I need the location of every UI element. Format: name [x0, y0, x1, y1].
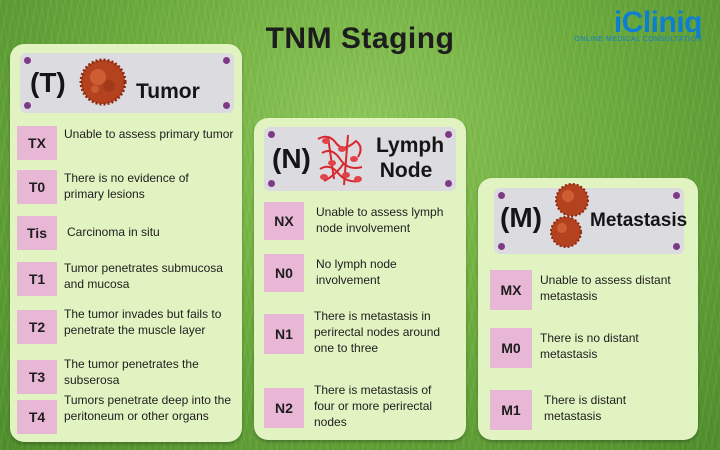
- stage-row-t3: T3 The tumor penetrates the subserosa: [10, 354, 242, 394]
- corner-dot: [445, 180, 452, 187]
- stage-row-t0: T0 There is no evidence of primary lesio…: [10, 166, 242, 206]
- stage-code: TX: [17, 126, 57, 160]
- metastasis-name: Metastasis: [590, 210, 688, 231]
- lymph-node-letter: (N): [272, 143, 311, 174]
- stage-description: There is distant metastasis: [544, 393, 627, 424]
- stage-row-nx: NX Unable to assess lymph node involveme…: [254, 198, 466, 240]
- stage-code: M0: [490, 328, 532, 368]
- corner-dot: [268, 180, 275, 187]
- tumor-panel: (T) Tumor TX Unable to assess primary tu…: [10, 44, 242, 442]
- stage-code: T4: [17, 400, 57, 434]
- stage-code: NX: [264, 202, 304, 240]
- stage-description: The tumor penetrates the subserosa: [64, 357, 199, 388]
- tumor-cell-icon: [79, 58, 127, 106]
- stage-code: T3: [17, 360, 57, 394]
- stage-description: The tumor invades but fails to penetrate…: [64, 307, 222, 338]
- corner-dot: [673, 243, 680, 250]
- corner-dot: [268, 131, 275, 138]
- stage-row-t4: T4 Tumors penetrate deep into the perito…: [10, 393, 242, 440]
- stage-description: There is no distant metastasis: [540, 331, 639, 362]
- stage-code: MX: [490, 270, 532, 310]
- corner-dot: [223, 102, 230, 109]
- stage-code: M1: [490, 390, 532, 430]
- stage-code: N0: [264, 254, 304, 292]
- stage-code: T0: [17, 170, 57, 204]
- stage-row-tx: TX Unable to assess primary tumor: [10, 122, 242, 162]
- corner-dot: [445, 131, 452, 138]
- stage-code: N2: [264, 388, 304, 428]
- stage-row-m0: M0 There is no distant metastasis: [478, 324, 698, 370]
- page-title: TNM Staging: [265, 22, 455, 55]
- metastasis-letter: (M): [500, 202, 542, 233]
- stage-code: N1: [264, 314, 304, 354]
- corner-dot: [673, 192, 680, 199]
- corner-dot: [223, 57, 230, 64]
- stage-row-mx: MX Unable to assess distant metastasis: [478, 266, 698, 312]
- stage-row-t2: T2 The tumor invades but fails to penetr…: [10, 306, 242, 346]
- corner-dot: [24, 57, 31, 64]
- stage-row-n0: N0 No lymph node involvement: [254, 250, 466, 292]
- stage-description: Carcinoma in situ: [67, 225, 160, 239]
- metastasis-panel: (M) Metastasis MX Unable to assess dista…: [478, 178, 698, 440]
- tumor-header: (T) Tumor: [20, 53, 234, 113]
- stage-description: Tumor penetrates submucosa and mucosa: [64, 261, 223, 292]
- stage-description: Tumors penetrate deep into the peritoneu…: [64, 393, 231, 424]
- logo-name: iCliniq: [613, 6, 703, 39]
- corner-dot: [498, 192, 505, 199]
- lymph-node-icon: [317, 134, 363, 186]
- logo-tagline: ONLINE MEDICAL CONSULTATION: [574, 36, 702, 43]
- stage-description: There is metastasis in perirectal nodes …: [314, 309, 441, 356]
- metastasis-header: (M) Metastasis: [494, 183, 688, 254]
- corner-dot: [24, 102, 31, 109]
- lymph-node-name: Lymph Node: [376, 134, 445, 183]
- tumor-letter: (T): [30, 67, 66, 98]
- iclinic-logo: iCliniq ONLINE MEDICAL CONSULTATION: [574, 6, 702, 43]
- stage-description: Unable to assess primary tumor: [64, 127, 234, 141]
- stage-code: Tis: [17, 216, 57, 250]
- stage-code: T1: [17, 262, 57, 296]
- stage-code: T2: [17, 310, 57, 344]
- stage-row-n1: N1 There is metastasis in perirectal nod…: [254, 309, 466, 358]
- stage-description: Unable to assess distant metastasis: [540, 273, 671, 304]
- stage-description: Unable to assess lymph node involvement: [316, 205, 444, 236]
- stage-row-n2: N2 There is metastasis of four or more p…: [254, 382, 466, 434]
- stage-row-m1: M1 There is distant metastasis: [478, 386, 698, 432]
- stage-description: There is no evidence of primary lesions: [64, 171, 189, 202]
- stage-row-tis: Tis Carcinoma in situ: [10, 212, 242, 252]
- stage-description: No lymph node involvement: [316, 257, 397, 288]
- corner-dot: [498, 243, 505, 250]
- tumor-name: Tumor: [136, 80, 200, 103]
- stage-description: There is metastasis of four or more peri…: [314, 383, 433, 430]
- metastasis-cells-icon: [550, 183, 589, 248]
- stage-row-t1: T1 Tumor penetrates submucosa and mucosa: [10, 258, 242, 298]
- lymph-node-panel: (N) Lymph Node NX Unable t: [254, 118, 466, 440]
- lymph-node-header: (N) Lymph Node: [264, 127, 456, 191]
